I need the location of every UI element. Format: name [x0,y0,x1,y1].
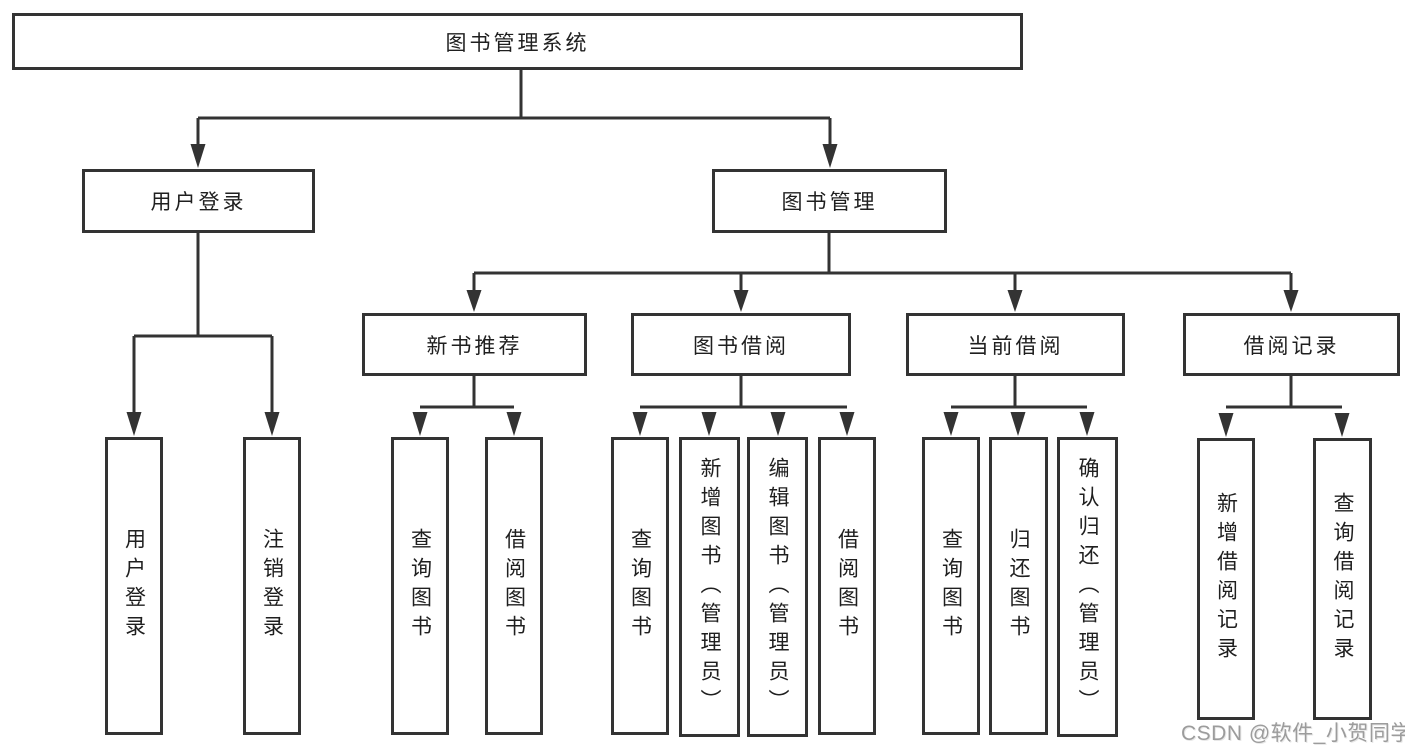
node-borrowing-records: 借阅记录 [1183,313,1400,376]
leaf-records-query-record: 查询借阅记录 [1313,438,1372,720]
leaf-recommend-query-books: 查询图书 [391,437,449,735]
leaf-borrowing-edit-books-admin: 编辑图书（管理员） [747,437,808,737]
leaf-user-login-label: 用户登录 [122,528,146,644]
leaf-borrowing-add-books-admin: 新增图书（管理员） [679,437,740,737]
node-book-borrowing: 图书借阅 [631,313,851,376]
node-library-management-system: 图书管理系统 [12,13,1023,70]
node-new-book-recommend: 新书推荐 [362,313,587,376]
node-current-borrowing: 当前借阅 [906,313,1125,376]
node-user-login: 用户登录 [82,169,315,233]
leaf-recommend-borrow-books: 借阅图书 [485,437,543,735]
leaf-records-add-record: 新增借阅记录 [1197,438,1255,720]
leaf-current-confirm-return-admin: 确认归还（管理员） [1057,437,1118,737]
leaf-borrowing-edit-books-admin-label: 编辑图书（管理员） [766,456,789,718]
leaf-borrowing-add-books-admin-label: 新增图书（管理员） [698,456,721,718]
leaf-current-return-books-label: 归还图书 [1007,528,1030,644]
leaf-user-login: 用户登录 [105,437,163,735]
leaf-logout-label: 注销登录 [260,528,284,644]
leaf-borrowing-query-books: 查询图书 [611,437,669,735]
leaf-borrowing-query-books-label: 查询图书 [628,528,652,644]
leaf-recommend-query-books-label: 查询图书 [408,528,432,644]
leaf-current-query-books: 查询图书 [922,437,980,735]
leaf-logout: 注销登录 [243,437,301,735]
leaf-current-confirm-return-admin-label: 确认归还（管理员） [1076,456,1099,718]
leaf-borrowing-borrow-books-label: 借阅图书 [835,528,859,644]
watermark: CSDN @软件_小贺同学 [1181,722,1405,745]
leaf-current-return-books: 归还图书 [989,437,1048,735]
leaf-current-query-books-label: 查询图书 [939,528,963,644]
leaf-records-query-record-label: 查询借阅记录 [1331,492,1354,666]
node-book-management: 图书管理 [712,169,947,233]
leaf-recommend-borrow-books-label: 借阅图书 [502,528,526,644]
leaf-borrowing-borrow-books: 借阅图书 [818,437,876,735]
leaf-records-add-record-label: 新增借阅记录 [1214,492,1238,666]
